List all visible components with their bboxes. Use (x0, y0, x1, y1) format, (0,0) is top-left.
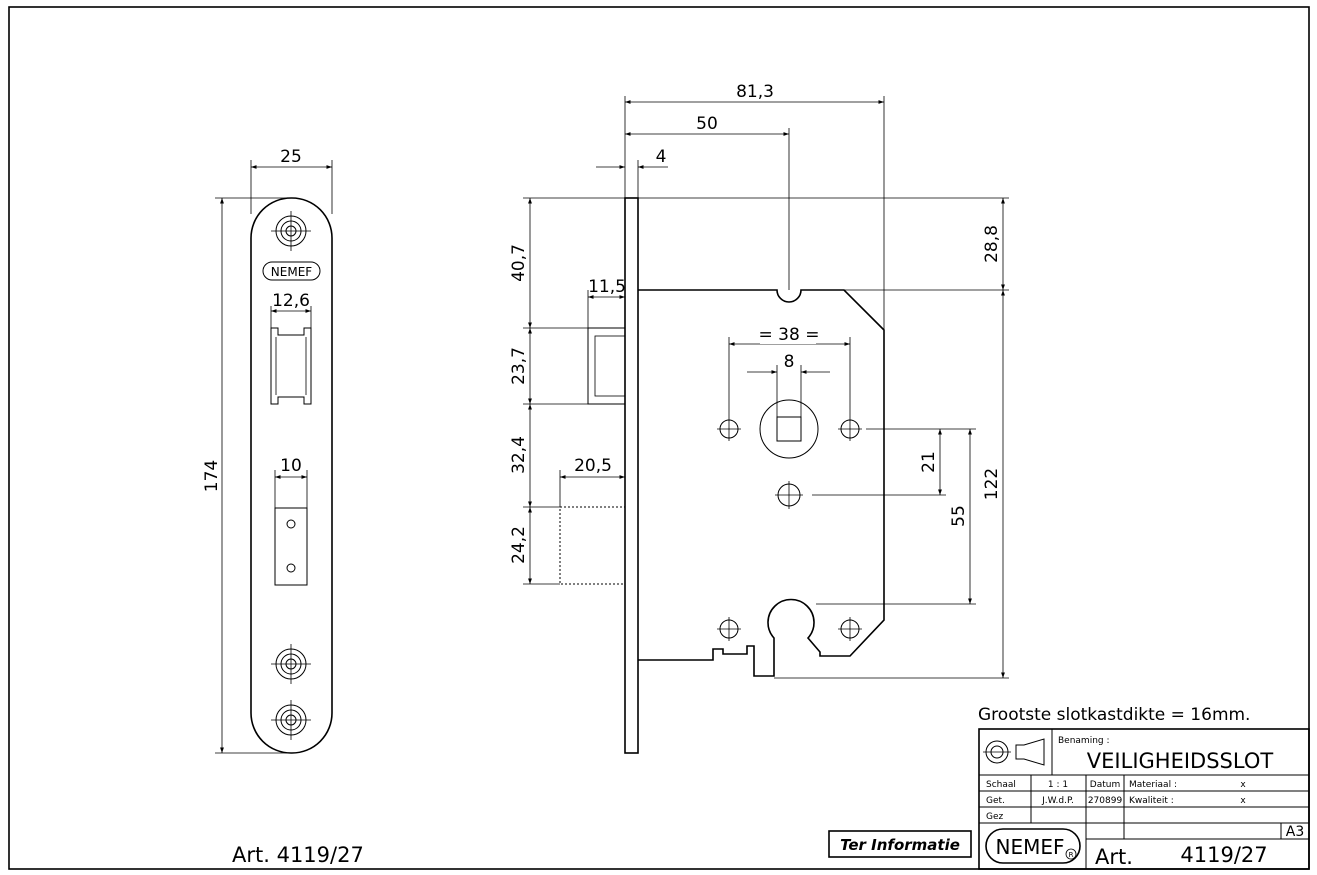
fixing-hole-right-top (838, 417, 862, 441)
title-art-number: 4119/27 (1180, 843, 1267, 867)
dim-overall-width: 81,3 (624, 82, 885, 330)
dim-faceplate-thickness: 4 (596, 147, 668, 198)
materiaal-value: x (1240, 780, 1246, 790)
svg-text:55: 55 (949, 505, 969, 527)
side-view: 81,3 50 4 11,5 20,5 (509, 82, 1009, 754)
thickness-note: Grootste slotkastdikte = 16mm. (978, 705, 1250, 725)
dim-fixing-spacing: = 38 = (728, 325, 851, 417)
svg-text:R: R (1069, 851, 1074, 859)
dim-case-height: 122 (774, 290, 1009, 679)
fixing-hole-left-bottom (717, 617, 741, 641)
follower-hub (759, 399, 819, 459)
svg-text:122: 122 (982, 468, 1002, 500)
benaming-label: Benaming : (1058, 736, 1110, 746)
nemef-logo-titleblock: NEMEF R (985, 828, 1081, 864)
screw-hole-middle (271, 644, 311, 684)
dim-chain-left: 40,7 23,7 32,4 24,2 (509, 197, 625, 585)
dim-front-width: 25 (250, 147, 333, 214)
svg-text:10: 10 (280, 456, 302, 476)
svg-text:= 38 =: = 38 = (759, 325, 820, 345)
faceplate-side (624, 197, 639, 754)
datum-label: Datum (1090, 780, 1120, 790)
title-art-label: Art. (1095, 845, 1133, 869)
svg-text:50: 50 (696, 114, 718, 134)
svg-text:40,7: 40,7 (509, 244, 529, 282)
sheet-format: A3 (1286, 824, 1304, 840)
dim-spindle-square: 8 (747, 352, 830, 417)
svg-text:4: 4 (656, 147, 667, 167)
fixing-hole-right-bottom (838, 617, 862, 641)
lock-case (638, 289, 885, 677)
get-label: Get. (986, 796, 1005, 806)
svg-text:32,4: 32,4 (509, 436, 529, 474)
nemef-logo-tb-text: NEMEF (996, 835, 1065, 859)
front-view: NEMEF (202, 147, 333, 754)
latch-opening (270, 327, 312, 405)
bolt-opening (274, 507, 308, 586)
svg-text:21: 21 (919, 451, 939, 473)
gez-label: Gez (986, 812, 1004, 822)
svg-text:20,5: 20,5 (574, 456, 612, 476)
svg-text:11,5: 11,5 (588, 277, 626, 297)
drawing-title: VEILIGHEIDSSLOT (1087, 749, 1274, 773)
dim-spindle-to-hole: 21 (812, 428, 976, 496)
bolt (559, 506, 626, 585)
nemef-logo-front: NEMEF (262, 261, 321, 281)
svg-text:23,7: 23,7 (509, 347, 529, 385)
screw-hole-top (271, 211, 311, 251)
dim-backset: 50 (625, 114, 790, 290)
screw-hole-bottom (271, 700, 311, 740)
get-value: J.W.d.P. (1041, 796, 1074, 806)
nemef-logo-text: NEMEF (271, 265, 312, 279)
dim-front-height: 174 (202, 197, 291, 754)
title-block: Benaming : VEILIGHEIDSSLOT Schaal 1 : 1 … (978, 728, 1310, 870)
dim-latch-depth: 11,5 (587, 277, 626, 328)
kwaliteit-label: Kwaliteit : (1129, 796, 1174, 806)
info-stamp: Ter Informatie (828, 830, 972, 858)
svg-text:24,2: 24,2 (509, 526, 529, 564)
dim-case-top-offset: 28,8 (638, 197, 1009, 291)
dim-spindle-to-cylinder: 55 (816, 429, 976, 605)
info-stamp-text: Ter Informatie (840, 836, 960, 854)
dim-bolt-opening-width: 10 (274, 456, 308, 508)
sheet-border (8, 6, 1310, 870)
svg-text:25: 25 (280, 147, 302, 167)
svg-text:81,3: 81,3 (736, 82, 774, 102)
article-caption-left: Art. 4119/27 (232, 843, 364, 867)
projection-symbol-icon (983, 738, 1045, 766)
dim-latch-opening-width: 12,6 (270, 291, 312, 328)
schaal-value: 1 : 1 (1048, 780, 1068, 790)
fixing-hole-left-top (717, 417, 741, 441)
svg-text:174: 174 (202, 460, 222, 492)
materiaal-label: Materiaal : (1129, 780, 1177, 790)
svg-text:28,8: 28,8 (982, 225, 1002, 263)
svg-text:8: 8 (784, 352, 795, 372)
dim-bolt-projection: 20,5 (559, 456, 625, 507)
kwaliteit-value: x (1240, 796, 1246, 806)
datum-value: 270899 (1088, 796, 1123, 806)
latch (587, 327, 626, 405)
center-hole (775, 481, 803, 509)
svg-text:12,6: 12,6 (272, 291, 310, 311)
faceplate-front (250, 197, 333, 754)
schaal-label: Schaal (986, 780, 1016, 790)
